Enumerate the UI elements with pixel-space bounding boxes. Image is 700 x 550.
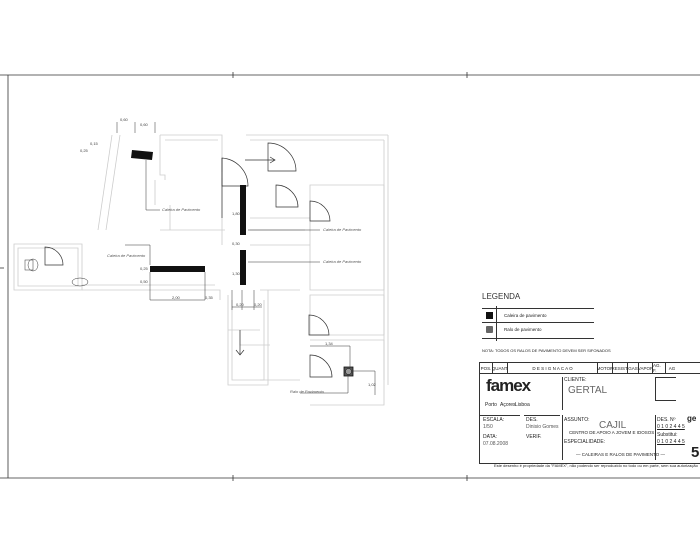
famex-logo: famex [486,376,531,395]
dim: 2,00 [172,295,181,300]
title-block-header: POS. QUANT. D E S I G N A C A O MOTOR RE… [480,363,700,374]
header-cell: AG [668,365,676,371]
label-ralo: Ralo de Pavimento [290,389,324,394]
assunto-value: CAJIL [599,420,627,431]
header-cell: AG. F. [653,363,666,373]
header-cell: VAPOR [638,363,653,373]
especialidade-label: ESPECIALIDADE: [564,439,606,445]
leaders-dims [24,122,376,395]
label-caleira: Caleira de Pavimento [162,207,201,212]
dim: 1,02 [368,382,377,387]
dim: 1,80 [232,211,241,216]
header-cell: MOTOR [597,363,613,373]
sheet-frame [0,72,700,481]
legend-note: NOTA: TODOS OS RALOS DE PAVIMENTO DEVEM … [482,348,611,353]
dim: 0,60 [120,117,129,122]
dim: 0,25 [80,148,89,153]
header-cell: RESIST. [612,363,629,373]
caleira-legend-icon [486,312,493,319]
dimension-labels: 0,60 0,60 0,15 0,25 2,00 0,35 1,80 0,30 … [80,117,377,387]
header-cell: GAS [628,363,639,373]
dim: 0,20 [236,302,245,307]
title-block: POS. QUANT. D E S I G N A C A O MOTOR RE… [479,362,700,464]
header-cell: POS. [480,363,493,373]
dim: 1,30 [232,271,241,276]
escala-label: ESCALA: [483,417,505,423]
city: Lisboa [515,402,530,408]
data-value: 07.08.2008 [483,441,509,447]
cliente-label: CLIENTE: [564,377,587,383]
dim: 1,34 [325,341,334,346]
des-n-label: DES. Nº [657,417,676,423]
dim: 0,25 [140,266,149,271]
assunto-subtitle: CENTRO DE APOIO A JOVEM E IDOSOS [569,430,655,435]
brand-partial: ge [687,414,697,423]
city: Açores [500,402,516,408]
dim: 0,60 [140,122,149,127]
city: Porto [485,402,497,408]
walls [13,134,389,406]
label-caleira: Caleira de Pavimento [323,227,362,232]
label-caleira: Caleira de Pavimento [107,253,146,258]
dim: 0,20 [254,302,263,307]
caleira-3 [240,250,246,285]
assunto-label: ASSUNTO: [564,417,590,423]
caleira-1 [131,150,153,160]
escala-value: 1/50 [483,424,493,430]
label-caleira: Caleira de Pavimento [323,259,362,264]
doors [44,142,333,378]
dim: 0,35 [205,295,214,300]
verif-label: VERIF. [526,434,542,440]
legend-item: Ralo de pavimento [504,327,542,332]
floor-gutters [131,150,354,377]
dim: 0,30 [232,241,241,246]
dim: 0,50 [140,279,149,284]
des-label: DES. [526,417,538,423]
caleira-2 [240,185,246,235]
ownership-footer: Este desenho é propriedade da "FAMEX", n… [494,463,698,468]
des-n-value: 0 1 0 2 4 4 5 [657,424,685,430]
dim: 0,15 [90,141,99,146]
caleira-4 [150,266,205,272]
legend-item: Caleira de pavimento [504,313,547,318]
data-label: DATA: [483,434,497,440]
des-value: Dinisio Gomes [526,424,559,430]
especialidade-value: — CALEIRAS E RALOS DE PAVIMENTO — [576,452,666,457]
legend-title: LEGENDA [482,292,521,301]
substitui-label: Substitui: [657,432,678,438]
header-cell: QUANT. [492,363,508,373]
substitui-value: 0 1 0 2 4 4 5 [657,439,685,445]
sheet-number: 5 [691,444,700,461]
header-cell: D E S I G N A C A O [508,363,598,373]
ralo-legend-icon [486,326,493,333]
cliente-value: GERTAL [568,385,608,396]
